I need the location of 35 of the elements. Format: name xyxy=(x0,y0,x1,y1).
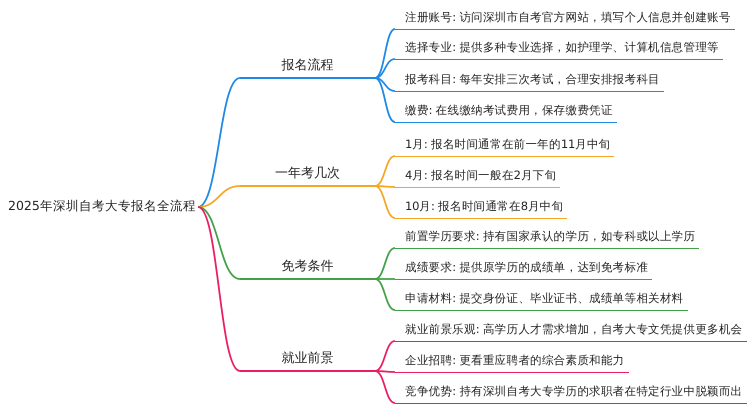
branch-line xyxy=(374,155,396,187)
branch-line xyxy=(374,340,396,372)
leaf-topic: 10月: 报名时间通常在8月中旬 xyxy=(395,195,568,219)
leaf-topic: 缴费: 在线缴纳考试费用，保存缴费凭证 xyxy=(395,99,617,123)
leaf-topic: 选择专业: 提供多种专业选择，如护理学、计算机信息管理等 xyxy=(395,36,723,60)
branch-line xyxy=(374,28,396,79)
central-topic: 2025年深圳自考大专报名全流程 xyxy=(8,195,196,219)
branch-line xyxy=(375,278,395,280)
leaf-topic: 1月: 报名时间通常在前一年的11月中旬 xyxy=(395,133,614,157)
branch-topic: 就业前景 xyxy=(240,348,375,372)
leaf-topic: 前置学历要求: 持有国家承认的学历，如专科或以上学历 xyxy=(395,225,700,249)
branch-topic: 报名流程 xyxy=(240,55,375,79)
leaf-topic: 注册账号: 访问深圳市自考官方网站，填写个人信息并创建账号 xyxy=(395,6,735,30)
branch-line xyxy=(198,206,240,372)
leaf-topic: 竞争优势: 持有深圳自考大专学历的求职者在特定行业中脱颖而出 xyxy=(395,380,747,404)
branch-line xyxy=(374,58,396,79)
branch-line xyxy=(375,185,395,188)
branch-line xyxy=(374,247,396,280)
branch-line xyxy=(198,206,240,280)
branch-line xyxy=(198,185,240,208)
branch-line xyxy=(374,370,396,404)
branch-line xyxy=(374,185,396,219)
leaf-topic: 报考科目: 每年安排三次考试，合理安排报考科目 xyxy=(395,68,664,92)
leaf-topic: 成绩要求: 提供原学历的成绩单，达到免考标准 xyxy=(395,256,652,280)
branch-line xyxy=(375,370,395,373)
leaf-topic: 企业招聘: 更看重应聘者的综合素质和能力 xyxy=(395,349,629,373)
leaf-topic: 申请材料: 提交身份证、毕业证书、成绩单等相关材料 xyxy=(395,287,688,311)
leaf-topic: 4月: 报名时间一般在2月下旬 xyxy=(395,164,560,188)
leaf-topic: 就业前景乐观: 高学历人才需求增加，自考大专文凭提供更多机会 xyxy=(395,318,747,342)
branch-line xyxy=(374,77,396,92)
branch-topic: 一年考几次 xyxy=(240,163,375,187)
branch-line xyxy=(198,77,240,208)
branch-line xyxy=(374,77,396,123)
branch-line xyxy=(374,278,396,311)
branch-topic: 免考条件 xyxy=(240,256,375,280)
